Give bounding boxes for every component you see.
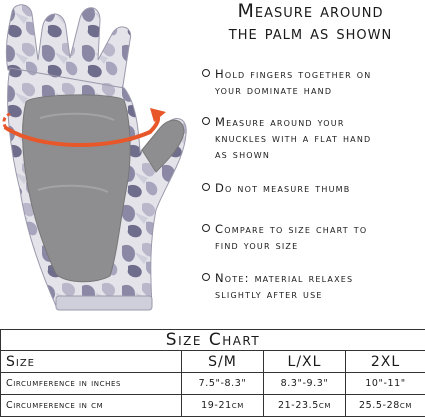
header-cell-2xl: 2XL bbox=[346, 351, 425, 373]
instruction-text: Note: material relaxes slightly after us… bbox=[215, 270, 425, 302]
table-row: Circumference in inches 7.5"-8.3" 8.3"-9… bbox=[1, 373, 425, 395]
size-chart-header-row: Size S/M L/XL 2XL bbox=[1, 351, 425, 373]
header-cell-size: Size bbox=[1, 351, 182, 373]
glove-shape bbox=[6, 5, 186, 310]
bullet-circle-icon bbox=[202, 273, 210, 281]
row-label: Circumference in inches bbox=[1, 373, 182, 395]
instruction-text: Do not measure thumb bbox=[215, 180, 425, 196]
table-cell: 21-23.5cm bbox=[264, 395, 346, 417]
bullet-circle-icon bbox=[202, 69, 210, 77]
table-cell: 8.3"-9.3" bbox=[264, 373, 346, 395]
page-title: Measure around the palm as shown bbox=[196, 0, 425, 44]
row-label: Circumference in cm bbox=[1, 395, 182, 417]
bullet-circle-icon bbox=[202, 117, 210, 125]
instruction-text: Measure around your knuckles with a flat… bbox=[215, 114, 425, 162]
bullet-circle-icon bbox=[202, 224, 210, 232]
table-cell: 7.5"-8.3" bbox=[182, 373, 264, 395]
glove-illustration bbox=[0, 0, 200, 318]
table-row: Circumference in cm 19-21cm 21-23.5cm 25… bbox=[1, 395, 425, 417]
header-cell-lxl: L/XL bbox=[264, 351, 346, 373]
table-cell: 10"-11" bbox=[346, 373, 425, 395]
title-line-2: the palm as shown bbox=[196, 22, 425, 44]
bullet-circle-icon bbox=[202, 183, 210, 191]
table-cell: 19-21cm bbox=[182, 395, 264, 417]
instruction-text: Compare to size chart to find your size bbox=[215, 221, 425, 253]
size-chart-title: Size Chart bbox=[1, 330, 425, 351]
instruction-text: Hold fingers together on your dominate h… bbox=[215, 66, 425, 98]
title-line-1: Measure around bbox=[196, 0, 425, 22]
size-chart-table: Size Chart Size S/M L/XL 2XL Circumferen… bbox=[0, 329, 425, 417]
header-cell-sm: S/M bbox=[182, 351, 264, 373]
table-cell: 25.5-28cm bbox=[346, 395, 425, 417]
